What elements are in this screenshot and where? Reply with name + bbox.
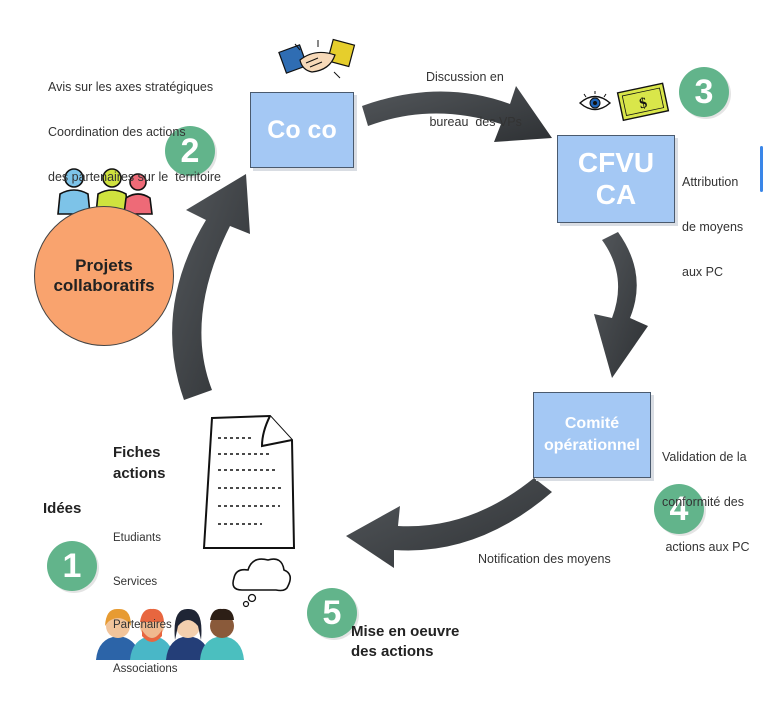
cfvu-label: CFVU <box>577 147 655 178</box>
comite-operationnel-box: Comité opérationnel <box>533 392 651 478</box>
eye-icon <box>578 91 612 111</box>
arrow-coco-to-cfvu <box>362 86 552 142</box>
mise-en-oeuvre-label: Mise en oeuvre des actions <box>351 622 459 662</box>
step-badge-4: 4 <box>654 484 704 534</box>
avis-line: des partenaires sur le territoire <box>48 170 221 184</box>
avis-line: Avis sur les axes stratégiques <box>48 80 214 94</box>
scroll-indicator <box>760 146 763 192</box>
coco-label: Co co <box>267 115 337 144</box>
comite-label-line2: opérationnel <box>543 437 640 454</box>
avis-line: Coordination des actions <box>48 125 186 139</box>
step-badge-5: 5 <box>307 588 357 638</box>
arrow-projets-to-coco <box>172 174 250 400</box>
validation-line: conformité des <box>662 495 744 509</box>
attribution-text: Attribution de moyens aux PC <box>682 145 743 295</box>
attribution-line: de moyens <box>682 220 744 234</box>
comite-label-line1: Comité <box>564 415 620 432</box>
fiches-line: Fiches <box>113 444 161 461</box>
step-badge-3: 3 <box>679 67 729 117</box>
step-badge-2: 2 <box>165 126 215 176</box>
notification-text: Notification des moyens <box>478 552 611 566</box>
validation-line: Validation de la <box>662 450 747 464</box>
validation-line: actions aux PC <box>662 540 750 554</box>
money-icon: $ <box>616 82 670 122</box>
ca-label: CA <box>595 179 637 210</box>
discussion-text: Discussion en bureau des VPs <box>426 40 522 145</box>
avis-text: Avis sur les axes stratégiques Coordinat… <box>48 50 221 200</box>
discussion-line: bureau des VPs <box>426 115 522 129</box>
projets-collaboratifs-circle: Projets collaboratifs <box>34 206 174 346</box>
projets-label-line1: Projets <box>75 256 133 275</box>
participants-list: Etudiants Services Partenaires Associati… <box>113 502 178 691</box>
projets-label-line2: collaboratifs <box>53 276 155 295</box>
participant-item: Etudiants <box>113 532 161 544</box>
validation-text: Validation de la conformité des actions … <box>662 420 750 570</box>
participant-item: Partenaires <box>113 619 172 631</box>
arrow-comite-to-projets <box>346 478 552 568</box>
mise-line: des actions <box>351 643 434 660</box>
avatars-icon <box>96 608 244 660</box>
step-badge-1: 1 <box>47 541 97 591</box>
participant-item: Associations <box>113 662 178 675</box>
fiches-line: actions <box>113 465 166 482</box>
thought-cloud-icon <box>232 558 292 608</box>
handshake-icon <box>278 38 356 79</box>
coco-box: Co co <box>250 92 354 168</box>
participant-item: Services <box>113 575 158 588</box>
document-icon <box>202 414 296 549</box>
mise-line: Mise en oeuvre <box>351 623 460 640</box>
discussion-line: Discussion en <box>426 70 504 84</box>
cfvu-ca-box: CFVU CA <box>557 135 675 223</box>
attribution-line: aux PC <box>682 265 723 279</box>
attribution-line: Attribution <box>682 175 739 189</box>
arrow-cfvu-to-comite <box>594 232 648 378</box>
fiches-actions-label: Fiches actions <box>113 442 166 484</box>
svg-text:$: $ <box>638 95 649 112</box>
idees-label: Idées <box>43 500 82 517</box>
